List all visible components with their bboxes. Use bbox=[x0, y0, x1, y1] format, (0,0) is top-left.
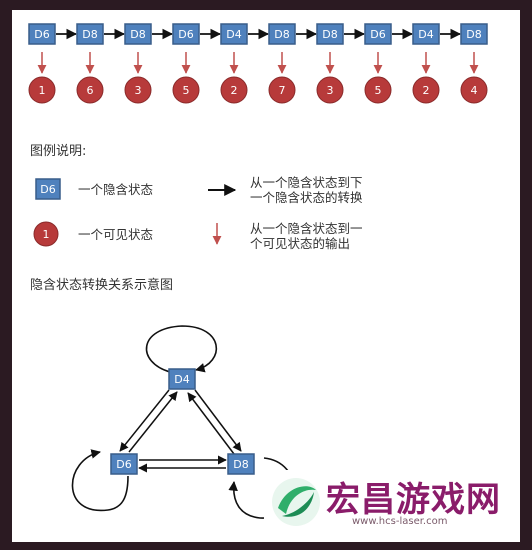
legend-visible-state-icon bbox=[33, 221, 59, 247]
visible-state-circle bbox=[28, 76, 56, 104]
self-loop-arrow-d6 bbox=[71, 449, 129, 512]
hidden-state-label: D4 bbox=[226, 28, 241, 41]
hidden-state-box bbox=[268, 23, 296, 45]
legend-emission-label-line2: 个可见状态的输出 bbox=[250, 236, 351, 251]
legend-transition-label-line2: 一个隐含状态的转换 bbox=[250, 190, 363, 205]
legend-hidden-state-text: D6 bbox=[40, 183, 55, 196]
visible-state-label: 3 bbox=[327, 84, 334, 97]
hidden-state-box bbox=[124, 23, 152, 45]
relation-node-label: D4 bbox=[174, 373, 189, 386]
legend-transition-label-line1: 从一个隐含状态到下 bbox=[250, 175, 363, 190]
visible-state-circle bbox=[220, 76, 248, 104]
brand-logo-icon bbox=[272, 478, 320, 526]
edge-d4-d8 bbox=[194, 389, 242, 452]
visible-state-label: 2 bbox=[231, 84, 238, 97]
visible-state-circle bbox=[412, 76, 440, 104]
legend-visible-state-label: 一个可见状态 bbox=[78, 227, 154, 242]
relation-node-d4 bbox=[168, 368, 196, 390]
watermark-url: www.hcs-laser.com bbox=[352, 516, 448, 527]
hidden-state-label: D6 bbox=[370, 28, 385, 41]
edge-d4-d6 bbox=[119, 389, 170, 452]
visible-state-label: 1 bbox=[39, 84, 46, 97]
edge-d8-d4 bbox=[187, 392, 235, 455]
relation-node-label: D6 bbox=[116, 458, 131, 471]
relation-node-d8 bbox=[227, 453, 255, 475]
legend-transition-label: 从一个隐含状态到下 一个隐含状态的转换 bbox=[250, 175, 363, 205]
hidden-state-box bbox=[76, 23, 104, 45]
relation-node-label: D8 bbox=[233, 458, 248, 471]
legend-visible-state-text: 1 bbox=[43, 228, 50, 241]
hidden-state-box bbox=[28, 23, 56, 45]
visible-state-circle bbox=[268, 76, 296, 104]
self-loop-arrow-d4 bbox=[145, 325, 218, 373]
visible-state-circle bbox=[316, 76, 344, 104]
visible-state-label: 4 bbox=[471, 84, 478, 97]
hidden-state-box bbox=[316, 23, 344, 45]
hidden-state-box bbox=[172, 23, 200, 45]
visible-state-circle bbox=[460, 76, 488, 104]
watermark-brand: 宏昌游戏网 bbox=[326, 480, 501, 520]
visible-state-label: 3 bbox=[135, 84, 142, 97]
hidden-state-label: D8 bbox=[322, 28, 337, 41]
visible-state-circle bbox=[172, 76, 200, 104]
hidden-state-label: D6 bbox=[178, 28, 193, 41]
legend-hidden-state-label: 一个隐含状态 bbox=[78, 182, 154, 197]
hidden-state-label: D8 bbox=[274, 28, 289, 41]
visible-state-label: 5 bbox=[183, 84, 190, 97]
hidden-state-box bbox=[412, 23, 440, 45]
legend-emission-label-line1: 从一个隐含状态到一 bbox=[250, 221, 363, 236]
legend-emission-label: 从一个隐含状态到一 个可见状态的输出 bbox=[250, 221, 363, 251]
watermark: 宏昌游戏网 www.hcs-laser.com bbox=[264, 470, 514, 536]
visible-state-circle bbox=[124, 76, 152, 104]
visible-state-circle bbox=[364, 76, 392, 104]
visible-state-label: 6 bbox=[87, 84, 94, 97]
relation-node-d6 bbox=[110, 453, 138, 475]
visible-state-label: 7 bbox=[279, 84, 286, 97]
hidden-state-label: D6 bbox=[34, 28, 49, 41]
hidden-state-label: D8 bbox=[466, 28, 481, 41]
legend-hidden-state-icon bbox=[35, 178, 61, 200]
visible-state-circle bbox=[76, 76, 104, 104]
visible-state-label: 5 bbox=[375, 84, 382, 97]
legend-title: 图例说明: bbox=[30, 144, 87, 159]
hidden-state-label: D8 bbox=[130, 28, 145, 41]
hidden-state-box bbox=[220, 23, 248, 45]
hidden-state-box bbox=[460, 23, 488, 45]
relation-title: 隐含状态转换关系示意图 bbox=[30, 278, 174, 293]
hidden-state-label: D8 bbox=[82, 28, 97, 41]
hidden-state-box bbox=[364, 23, 392, 45]
edge-d6-d4 bbox=[128, 391, 178, 453]
hidden-state-label: D4 bbox=[418, 28, 433, 41]
visible-state-label: 2 bbox=[423, 84, 430, 97]
